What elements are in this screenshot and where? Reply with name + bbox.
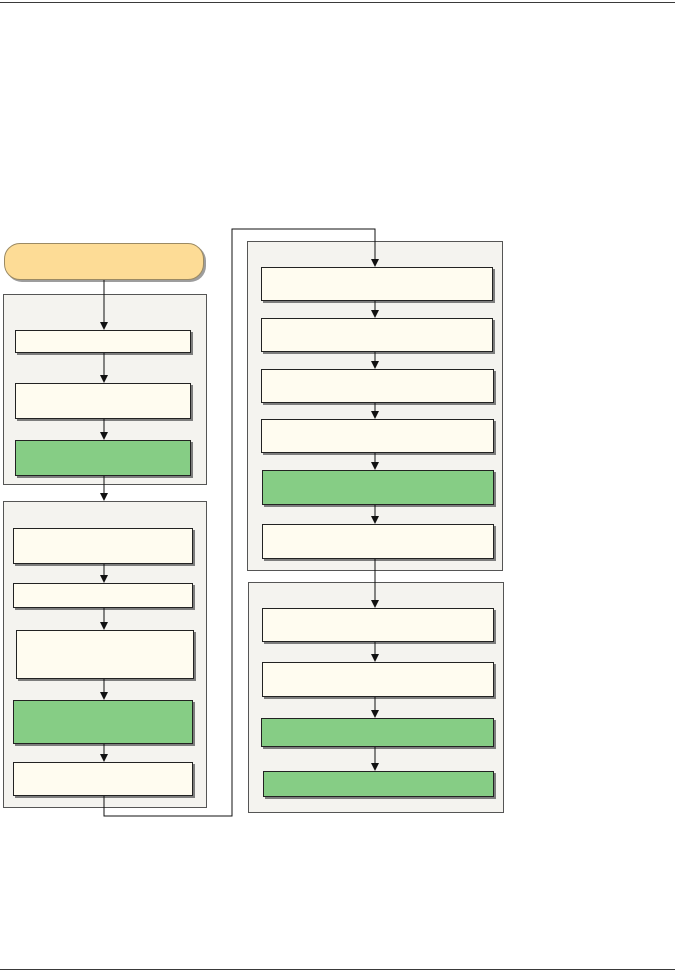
step-a2	[15, 383, 191, 419]
step-c4	[261, 419, 494, 453]
step-c1	[261, 267, 493, 301]
step-b3	[16, 630, 194, 679]
step-b1	[13, 528, 193, 564]
step-b2	[13, 583, 193, 608]
step-c6	[262, 524, 494, 559]
step-a1	[15, 330, 191, 353]
step-c5	[262, 470, 494, 505]
arrow-b5-to-c1	[103, 228, 379, 817]
start-node	[4, 243, 204, 280]
step-c3	[261, 369, 494, 403]
step-d1	[262, 608, 494, 642]
step-d3	[261, 718, 494, 747]
step-b4	[13, 700, 193, 744]
step-b5	[13, 762, 193, 796]
footer-rule	[0, 969, 675, 970]
step-d4	[263, 771, 494, 797]
header-rule	[0, 2, 675, 3]
step-c2	[261, 318, 493, 352]
step-a3	[15, 440, 191, 476]
step-d2	[262, 662, 494, 697]
